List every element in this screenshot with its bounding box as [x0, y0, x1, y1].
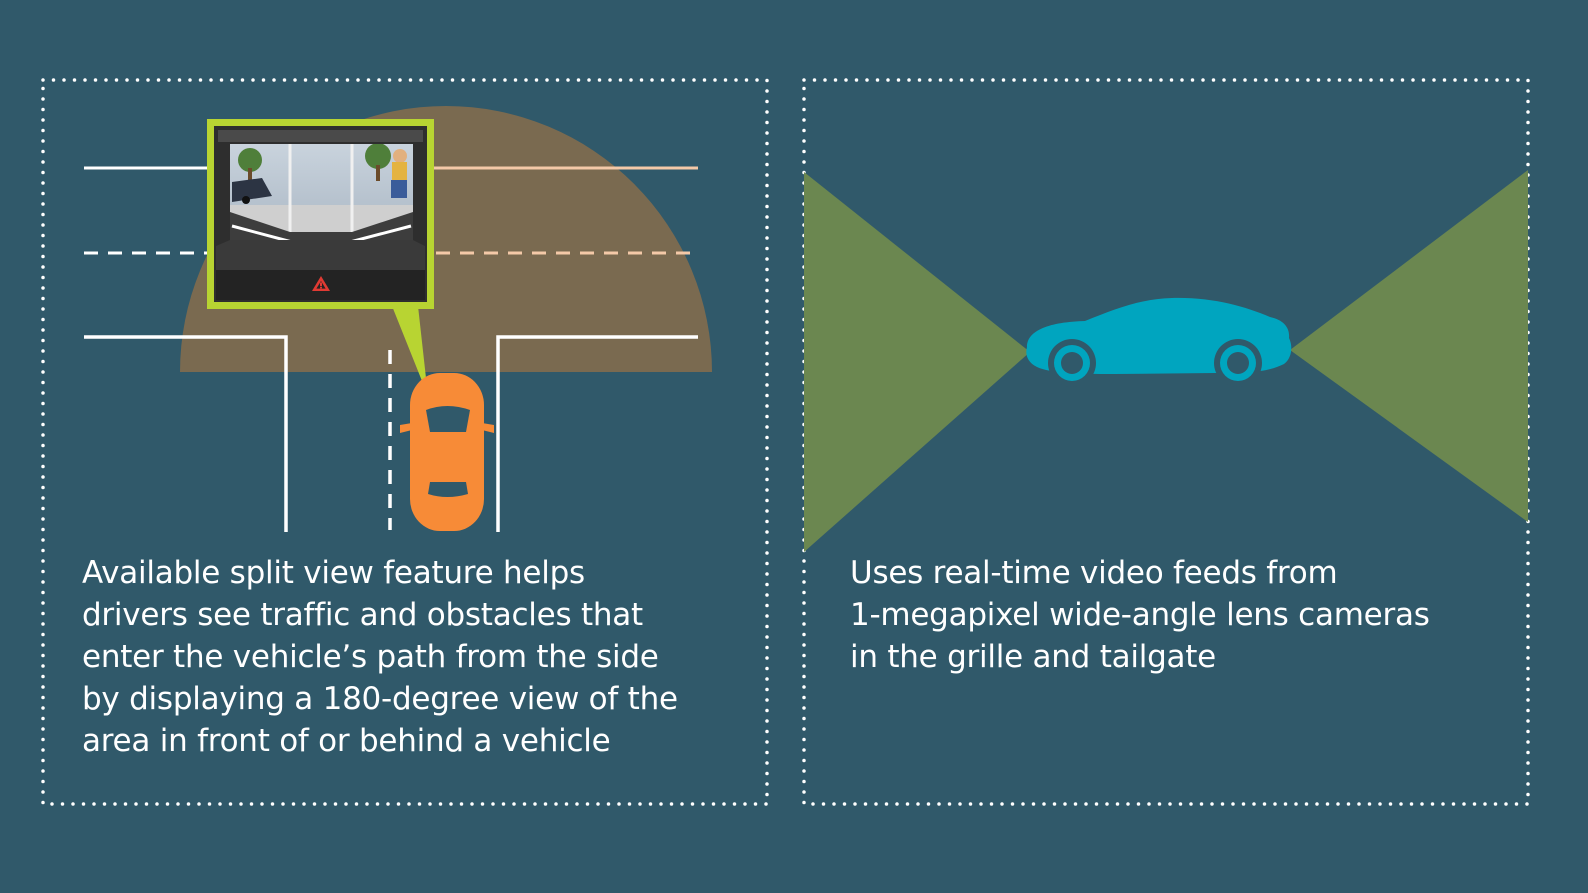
caption-line: area in front of or behind a vehicle [82, 723, 611, 759]
caption-line: drivers see traffic and obstacles that [82, 597, 643, 633]
rear-camera-beam [1290, 170, 1528, 522]
caption-line: Uses real-time video feeds from [850, 555, 1338, 591]
split-view-illustration [84, 106, 712, 532]
driveway-right-edge [496, 335, 698, 532]
callout-pointer [392, 306, 428, 396]
warning-triangle-icon [312, 276, 330, 291]
driveway-left-edge [84, 335, 288, 532]
split-view-description: Available split view feature helps drive… [82, 552, 678, 762]
camera-coverage-illustration [804, 170, 1528, 552]
rear-window [428, 482, 468, 497]
camera-feed-description: Uses real-time video feeds from 1-megapi… [850, 552, 1430, 678]
car-top-view-icon [400, 373, 494, 531]
caption-line: by displaying a 180-degree view of the [82, 681, 678, 717]
caption-line: enter the vehicle’s path from the side [82, 639, 659, 675]
camera-view-screen-icon [207, 119, 434, 309]
screen-image [230, 144, 413, 244]
caption-line: in the grille and tailgate [850, 639, 1216, 675]
caption-line: Available split view feature helps [82, 555, 585, 591]
caption-line: 1-megapixel wide-angle lens cameras [850, 597, 1430, 633]
front-camera-beam [804, 172, 1030, 552]
windshield [426, 406, 470, 432]
car-side-view-icon [1026, 297, 1292, 387]
